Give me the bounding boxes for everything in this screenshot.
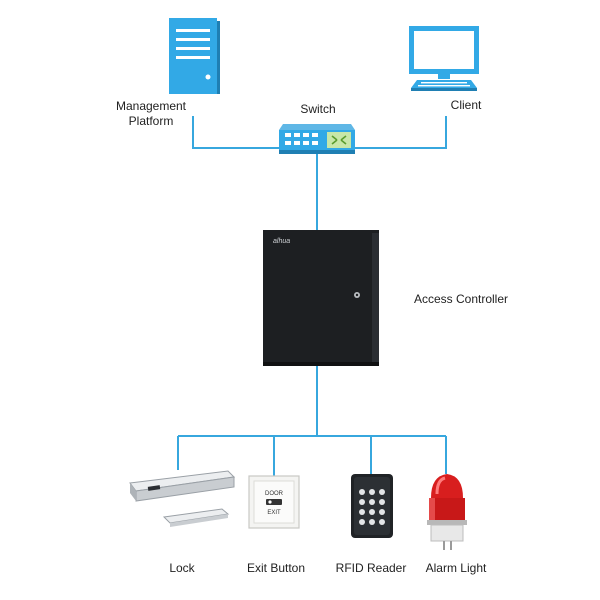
exit-button-plate-bottom: EXIT bbox=[267, 510, 281, 516]
management-platform-label-line1: Management bbox=[115, 99, 187, 113]
connector-platform-switch bbox=[192, 116, 279, 149]
management-platform-label: Management Platform bbox=[103, 99, 199, 129]
desktop-computer-icon bbox=[409, 26, 479, 91]
connector-client-switch bbox=[353, 116, 447, 149]
client-label: Client bbox=[450, 98, 482, 112]
magnetic-lock-icon bbox=[129, 470, 236, 527]
management-platform-label-line2: Platform bbox=[128, 114, 174, 128]
server-icon bbox=[169, 18, 220, 94]
alarm-light-label: Alarm Light bbox=[425, 561, 487, 575]
controller-cabinet-icon: alhua bbox=[263, 230, 379, 366]
exit-button-plate-top: DOOR bbox=[265, 491, 284, 497]
lock-label: Lock bbox=[169, 561, 195, 575]
access-controller-label: Access Controller bbox=[413, 292, 509, 306]
rfid-reader-label: RFID Reader bbox=[335, 561, 407, 575]
network-switch-icon bbox=[279, 124, 355, 154]
switch-label: Switch bbox=[300, 102, 336, 116]
alarm-beacon-icon bbox=[427, 474, 467, 550]
exit-button-icon: DOOR EXIT bbox=[248, 475, 300, 529]
exit-button-label: Exit Button bbox=[246, 561, 306, 575]
rfid-keypad-icon bbox=[351, 474, 393, 538]
controller-brand-logo: alhua bbox=[273, 238, 290, 245]
